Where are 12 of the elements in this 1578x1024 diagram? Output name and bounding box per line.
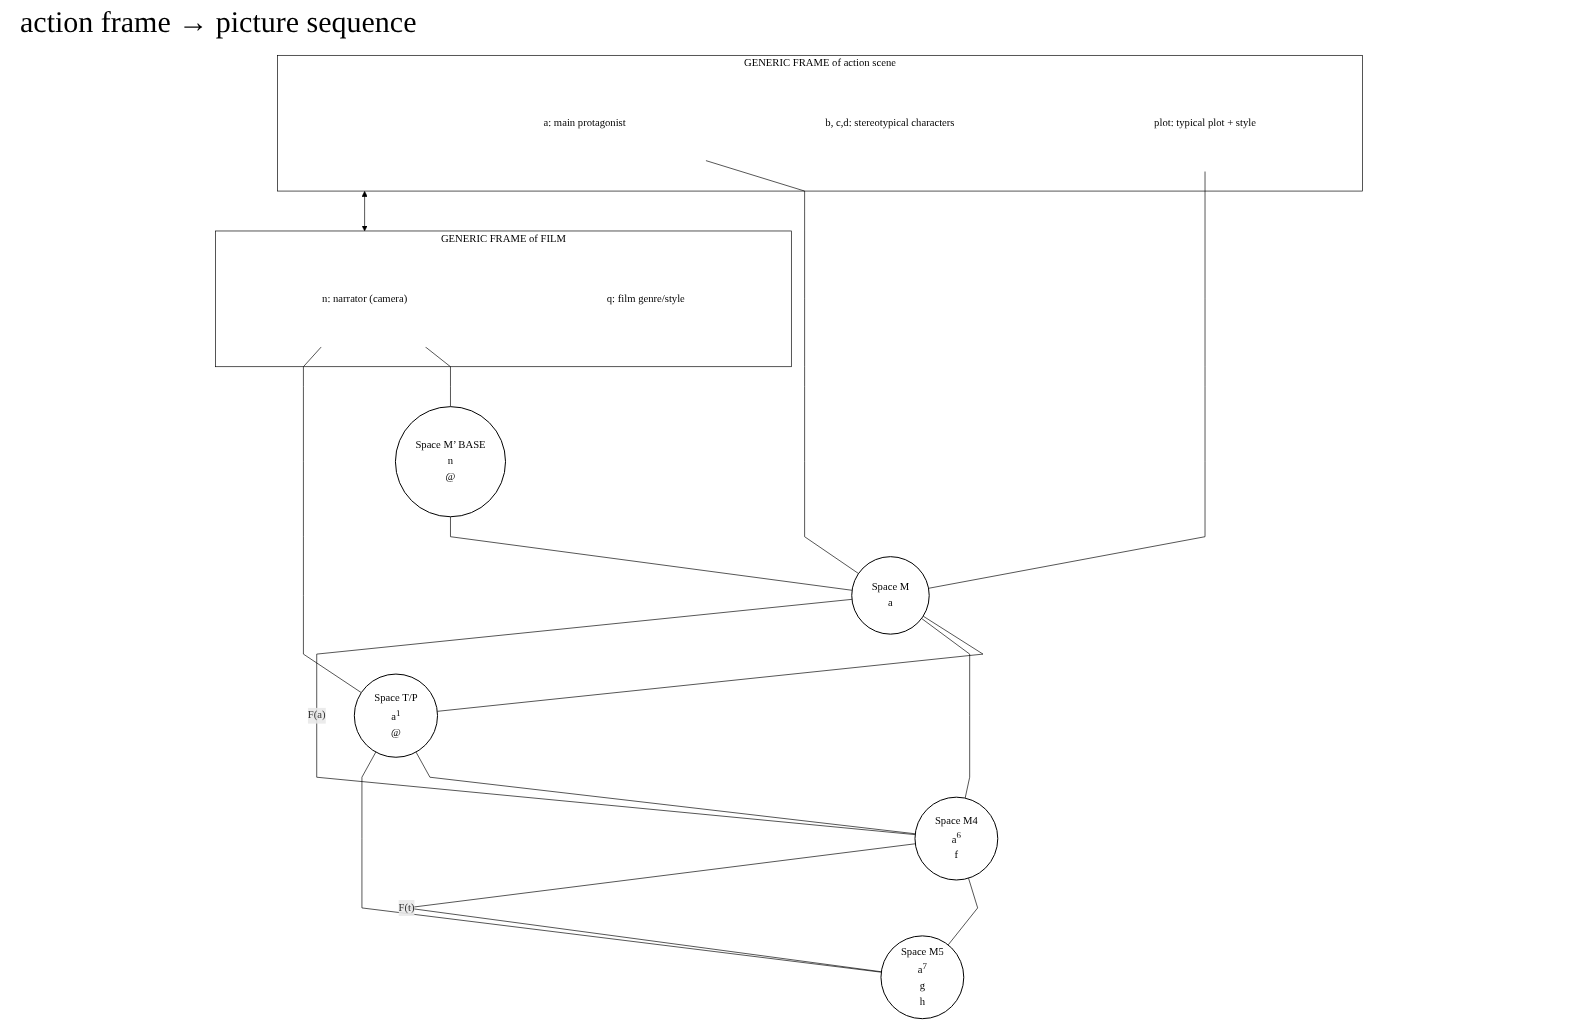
connector (361, 751, 882, 973)
connector (303, 346, 362, 693)
connector (424, 346, 451, 407)
note-text: action frame → picture sequence (20, 8, 417, 40)
connector (316, 599, 916, 835)
connector (436, 615, 984, 712)
connector (928, 170, 1206, 589)
connector (947, 877, 978, 946)
connector (450, 516, 853, 591)
connector (921, 618, 970, 799)
connector (415, 751, 916, 835)
connector (705, 160, 859, 574)
